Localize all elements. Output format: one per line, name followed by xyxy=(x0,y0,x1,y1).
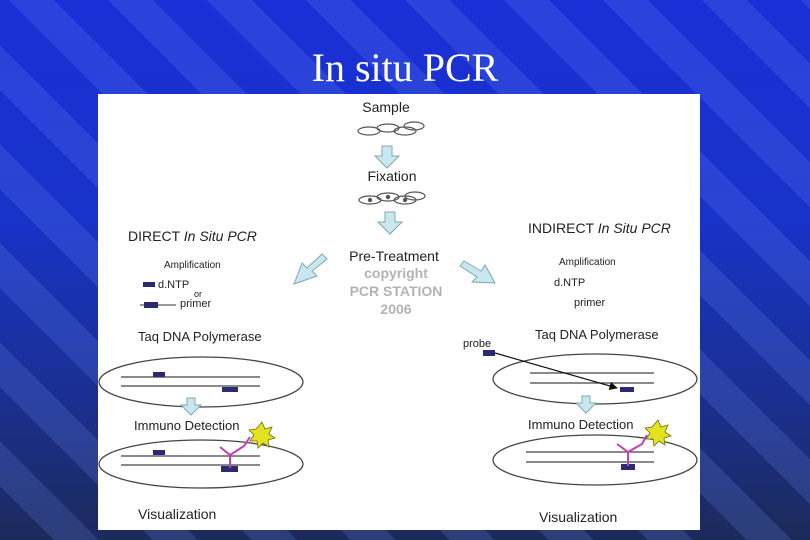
primer-marker xyxy=(144,302,158,308)
indirect-title: INDIRECT In Situ PCR xyxy=(528,220,671,236)
indirect-dntp-label: d.NTP xyxy=(554,277,585,289)
pretreatment-label: Pre-Treatment xyxy=(349,248,439,264)
dntp-marker xyxy=(143,282,155,287)
indirect-cell-after xyxy=(492,434,698,486)
indirect-primer-label: primer xyxy=(574,297,606,309)
fixation-label: Fixation xyxy=(367,168,416,184)
indirect-amplification-label: Amplification xyxy=(559,257,616,268)
watermark-year: 2006 xyxy=(380,301,411,317)
direct-visualization-label: Visualization xyxy=(138,506,216,522)
direct-immuno-label: Immuno Detection xyxy=(134,418,240,433)
direct-primer-label: primer xyxy=(180,298,212,310)
down-arrow-icon xyxy=(373,145,401,169)
in-situ-pcr-diagram: Sample Fixation Pre-Treatment copyright … xyxy=(98,99,698,525)
sample-cells-icon xyxy=(357,121,425,136)
direct-dntp-label: d.NTP xyxy=(158,279,189,291)
down-arrow-icon xyxy=(376,211,404,235)
watermark-copyright: copyright xyxy=(364,265,428,281)
indirect-taq-label: Taq DNA Polymerase xyxy=(535,327,659,342)
antibody-icon xyxy=(219,436,251,468)
down-arrow-icon xyxy=(179,397,203,416)
probe-label: probe xyxy=(463,338,491,350)
direct-or-label: or xyxy=(194,289,202,299)
right-branch-arrow-icon xyxy=(459,260,496,284)
direct-cell-before xyxy=(98,356,304,408)
indirect-visualization-label: Visualization xyxy=(539,509,617,525)
direct-title: DIRECT In Situ PCR xyxy=(128,228,257,244)
probe-marker xyxy=(483,350,495,356)
left-branch-arrow-icon xyxy=(293,253,328,285)
down-arrow-icon xyxy=(574,395,598,414)
indirect-immuno-label: Immuno Detection xyxy=(528,417,634,432)
sample-label: Sample xyxy=(362,99,410,115)
direct-amplification-label: Amplification xyxy=(164,260,221,271)
watermark-pcr-station: PCR STATION xyxy=(350,283,443,299)
enzyme-star-icon xyxy=(248,421,276,449)
fixed-cells-icon xyxy=(358,191,426,205)
direct-cell-after xyxy=(98,439,304,489)
enzyme-star-icon xyxy=(644,419,672,447)
diagram-panel: Sample Fixation Pre-Treatment copyright … xyxy=(98,94,700,530)
probe-binding-arrow xyxy=(494,352,618,390)
direct-taq-label: Taq DNA Polymerase xyxy=(138,329,262,344)
antibody-icon xyxy=(616,434,648,466)
slide-title: In situ PCR xyxy=(311,45,499,90)
